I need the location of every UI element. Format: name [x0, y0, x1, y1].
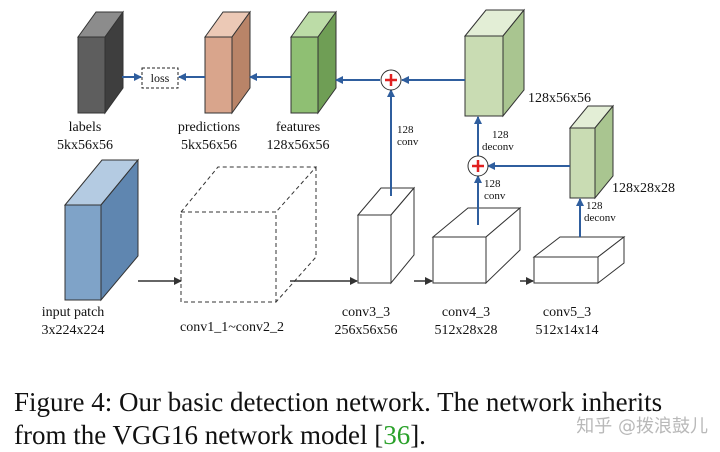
- conv1-label: conv1_1~conv2_2: [180, 320, 284, 335]
- conv3-side-num: 128: [397, 124, 414, 136]
- features-dim: 128x56x56: [267, 138, 330, 153]
- conv3-side-op: conv: [397, 136, 419, 148]
- watermark: 知乎 @拨浪鼓儿: [576, 416, 708, 437]
- caption-prefix: Figure 4:: [14, 387, 113, 417]
- input-label: input patch: [42, 305, 105, 320]
- sum-node-top: [380, 69, 402, 91]
- deconv-block-mid: [568, 104, 615, 200]
- caption-text: Our basic detection network. The network…: [14, 387, 663, 450]
- conv3-dim: 256x56x56: [335, 323, 398, 338]
- labels-dim: 5kx56x56: [57, 138, 113, 153]
- conv5-block: [532, 235, 626, 285]
- citation-link[interactable]: 36: [383, 420, 411, 450]
- features-block: [290, 10, 337, 115]
- labels-block: [77, 10, 124, 115]
- conv1-conv2-block: [180, 166, 318, 303]
- labels-label: labels: [69, 120, 102, 135]
- loss-label: loss: [151, 71, 170, 85]
- conv4-block: [431, 206, 522, 285]
- conv5-label: conv5_3: [543, 305, 591, 320]
- input-dim: 3x224x224: [42, 323, 105, 338]
- deconv-mid-dim: 128x28x28: [612, 181, 675, 196]
- loss-box: loss: [141, 67, 179, 89]
- conv3-label: conv3_3: [342, 305, 390, 320]
- deconv-upper-op: deconv: [482, 141, 514, 153]
- deconv-block-top: [463, 8, 526, 118]
- conv5-dim: 512x14x14: [536, 323, 599, 338]
- conv4-side-num: 128: [484, 178, 501, 190]
- figure-caption: Figure 4: Our basic detection network. T…: [14, 386, 714, 452]
- predictions-label: predictions: [178, 120, 240, 135]
- input-patch-block: [63, 158, 140, 302]
- predictions-dim: 5kx56x56: [181, 138, 237, 153]
- deconv-top-dim: 128x56x56: [528, 91, 591, 106]
- conv3-block: [356, 186, 416, 285]
- sum-node-bottom: [467, 155, 489, 177]
- features-label: features: [276, 120, 320, 135]
- deconv-upper-num: 128: [492, 129, 509, 141]
- conv4-label: conv4_3: [442, 305, 490, 320]
- caption-suffix: ].: [410, 420, 426, 450]
- deconv-lower-num: 128: [586, 200, 603, 212]
- deconv-lower-op: deconv: [584, 212, 616, 224]
- conv4-dim: 512x28x28: [435, 323, 498, 338]
- conv4-side-op: conv: [484, 190, 506, 202]
- predictions-block: [204, 10, 251, 115]
- detection-network-diagram: loss: [42, 8, 675, 338]
